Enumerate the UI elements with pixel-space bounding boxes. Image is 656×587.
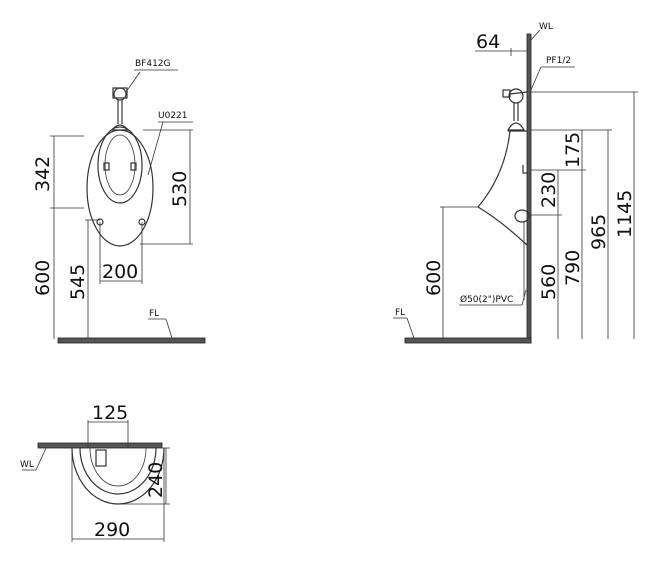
dim-530: 530 [169, 171, 191, 207]
dim-175: 175 [562, 132, 584, 168]
dim-290: 290 [94, 519, 130, 541]
wall-bar [526, 33, 532, 344]
pipe-label: PF1/2 [546, 56, 571, 66]
valve-label: BF412G [135, 59, 171, 69]
dim-600-side: 600 [423, 260, 445, 296]
dim-230: 230 [538, 172, 560, 208]
drain-label: Ø50(2")PVC [460, 294, 513, 305]
wall-bar-top [37, 442, 163, 449]
dim-600: 600 [32, 260, 54, 296]
floor-label-side: FL [395, 308, 405, 318]
dim-342: 342 [32, 156, 54, 192]
side-view: WL 64 PF1/2 600 Ø50(2")PVC FL [393, 22, 638, 344]
floor-bar [57, 337, 206, 344]
dim-790: 790 [562, 250, 584, 286]
dim-965: 965 [588, 214, 610, 250]
flush-valve [110, 87, 130, 131]
urinal-bowl-front [86, 126, 154, 247]
dim-200: 200 [102, 261, 138, 283]
urinal-profile [477, 130, 528, 246]
dim-545: 545 [67, 264, 89, 300]
urinal-label: U0221 [158, 111, 188, 121]
floor-bar-side [404, 337, 532, 344]
flush-valve-side [502, 88, 528, 131]
floor-label-front: FL [149, 309, 159, 319]
front-view: BF412G U0221 342 600 545 530 200 [32, 59, 206, 344]
dim-64: 64 [476, 31, 500, 53]
dim-240: 240 [145, 462, 167, 498]
wall-label-side: WL [539, 22, 553, 32]
dim-560: 560 [538, 264, 560, 300]
dim-1145: 1145 [614, 190, 636, 238]
top-view: 125 240 290 WL [20, 402, 170, 542]
dim-125: 125 [92, 402, 128, 424]
wall-label-top: WL [20, 460, 34, 470]
